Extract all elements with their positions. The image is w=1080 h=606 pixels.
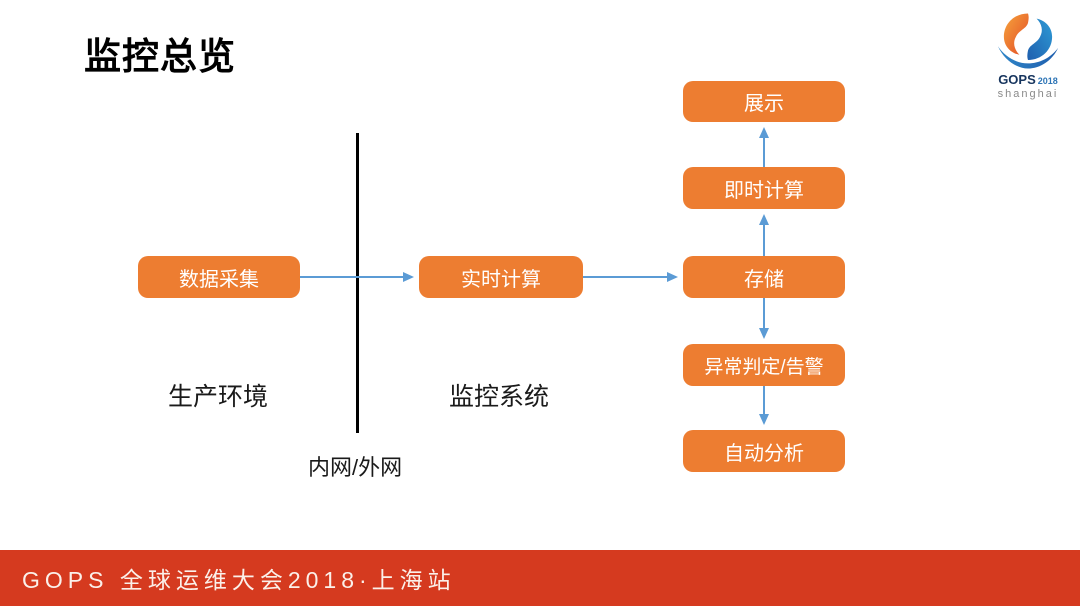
footer-bar: GOPS 全球运维大会2018·上海站: [0, 550, 1080, 606]
label-production-env: 生产环境: [168, 383, 269, 411]
label-intranet-extranet: 内网/外网: [308, 455, 403, 480]
node-data-collection: 数据采集: [138, 256, 300, 298]
node-instant-compute: 即时计算: [683, 167, 845, 209]
logo-city-text: shanghai: [997, 88, 1059, 100]
logo-gops-text: GOPS: [998, 72, 1036, 87]
node-display: 展示: [683, 81, 845, 122]
node-realtime-compute: 实时计算: [419, 256, 583, 298]
node-storage: 存储: [683, 256, 845, 298]
label-monitoring-system: 监控系统: [449, 383, 550, 411]
page-title: 监控总览: [84, 36, 236, 77]
logo-year-text: 2018: [1037, 76, 1058, 86]
node-auto-analysis: 自动分析: [683, 430, 845, 472]
network-divider-line: [356, 133, 359, 433]
node-anomaly-alert: 异常判定/告警: [683, 344, 845, 386]
footer-conference-text: GOPS 全球运维大会2018·上海站: [22, 567, 456, 593]
gops-swirl-icon: [997, 13, 1059, 69]
